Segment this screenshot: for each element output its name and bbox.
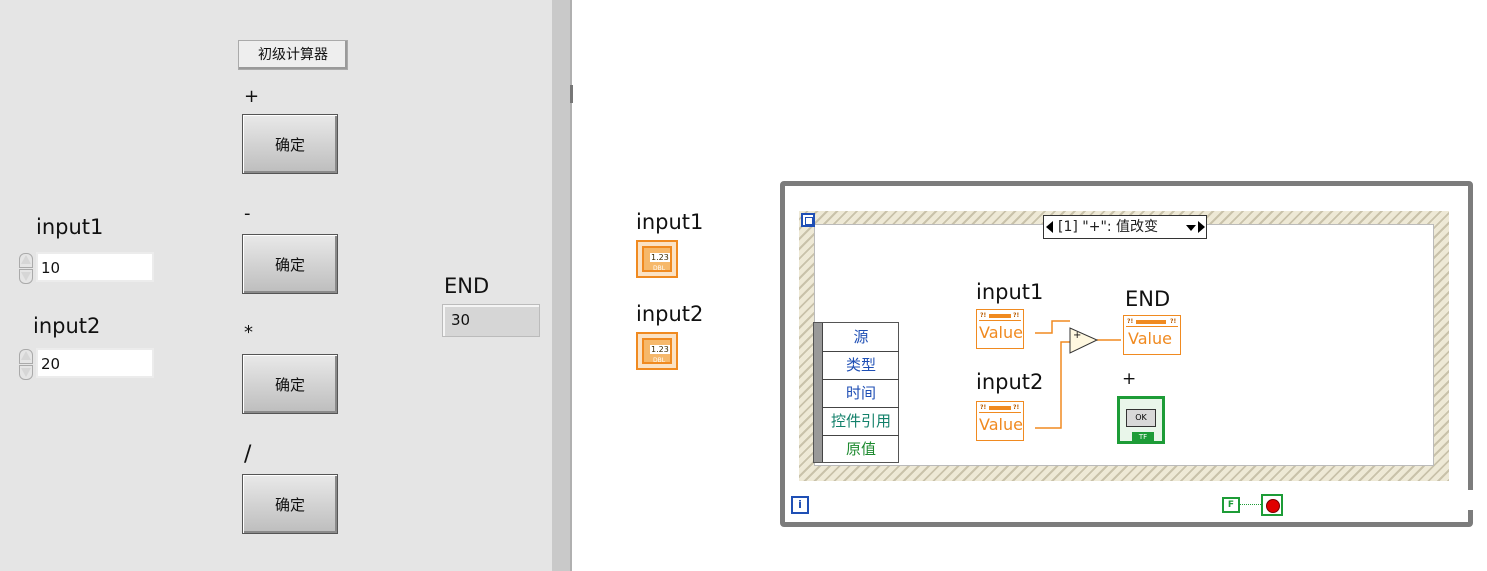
event-item-oldval[interactable]: 原值 (845, 440, 876, 458)
divide-label: / (244, 442, 252, 467)
end-indicator[interactable]: 30 (442, 304, 540, 337)
case-selector-text: [1] "+": 值改变 (1058, 219, 1159, 235)
event-timeout-icon[interactable] (801, 213, 815, 227)
calculator-title-button[interactable]: 初级计算器 (238, 40, 348, 70)
wire-input1 (1035, 320, 1070, 334)
input1-control[interactable]: 10 (18, 252, 156, 284)
plus-terminal-label: + (1122, 369, 1137, 389)
stop-condition-icon[interactable] (1261, 494, 1283, 516)
multiply-label: * (244, 322, 253, 343)
case-dropdown-icon[interactable] (1186, 225, 1196, 231)
event-data-node[interactable]: 源 类型 时间 控件引用 原值 (813, 322, 899, 463)
input2-terminal-glyph: 1.23 (650, 345, 670, 354)
input1-field[interactable]: 10 (36, 252, 154, 282)
input2-control[interactable]: 20 (18, 348, 156, 380)
minus-label: - (244, 203, 251, 224)
end-value-property[interactable]: ?!?! Value (1123, 315, 1181, 355)
input1-terminal-glyph: 1.23 (650, 253, 670, 262)
divide-ok-button[interactable]: 确定 (242, 474, 338, 534)
wiring-diagram (1035, 320, 1121, 429)
event-item-source[interactable]: 源 (823, 324, 899, 352)
bd-input2-label: input2 (636, 302, 704, 326)
wire-input2 (1035, 341, 1070, 429)
iteration-terminal[interactable]: i (791, 496, 809, 514)
input1-label: input1 (36, 215, 104, 239)
panel-divider-line (570, 0, 572, 571)
input1-value-text: Value (979, 323, 1023, 342)
while-loop-gap (1468, 490, 1478, 510)
multiply-ok-button[interactable]: 确定 (242, 354, 338, 414)
false-constant[interactable]: F (1222, 497, 1240, 513)
ok-glyph: OK (1126, 409, 1156, 427)
prop-input2-label: input2 (976, 370, 1044, 394)
event-case-selector[interactable]: [1] "+": 值改变 (1043, 215, 1207, 239)
plus-ok-button[interactable]: 确定 (242, 114, 338, 174)
input2-value-property[interactable]: ?!?! Value (976, 401, 1024, 441)
end-label: END (444, 274, 490, 298)
tf-glyph: TF (1132, 432, 1154, 442)
input1-value-property[interactable]: ?!?! Value (976, 309, 1024, 349)
event-item-type[interactable]: 类型 (823, 352, 899, 380)
input2-spinner[interactable] (18, 348, 34, 380)
event-item-ctlref[interactable]: 控件引用 (823, 408, 899, 436)
panel-divider[interactable] (552, 0, 572, 571)
end-value-text: Value (1128, 329, 1172, 348)
input2-field[interactable]: 20 (36, 348, 154, 378)
stop-wire (1240, 504, 1261, 505)
plus-label: + (244, 86, 260, 107)
input2-value-text: Value (979, 415, 1023, 434)
input1-spinner[interactable] (18, 252, 34, 284)
prop-end-label: END (1125, 287, 1171, 311)
next-case-icon[interactable] (1198, 221, 1205, 233)
input2-terminal-type: DBL (653, 357, 666, 364)
prop-input1-label: input1 (976, 280, 1044, 304)
input2-label: input2 (33, 314, 101, 338)
plus-button-terminal[interactable]: OK TF (1117, 396, 1165, 444)
add-function[interactable] (1069, 327, 1099, 354)
prev-case-icon[interactable] (1046, 221, 1053, 233)
splitter-handle[interactable] (570, 85, 573, 103)
while-loop[interactable] (780, 181, 1473, 527)
add-symbol: + (1073, 330, 1082, 341)
input1-terminal-type: DBL (653, 265, 666, 272)
bd-input1-label: input1 (636, 210, 704, 234)
event-item-time[interactable]: 时间 (823, 380, 899, 408)
minus-ok-button[interactable]: 确定 (242, 234, 338, 294)
